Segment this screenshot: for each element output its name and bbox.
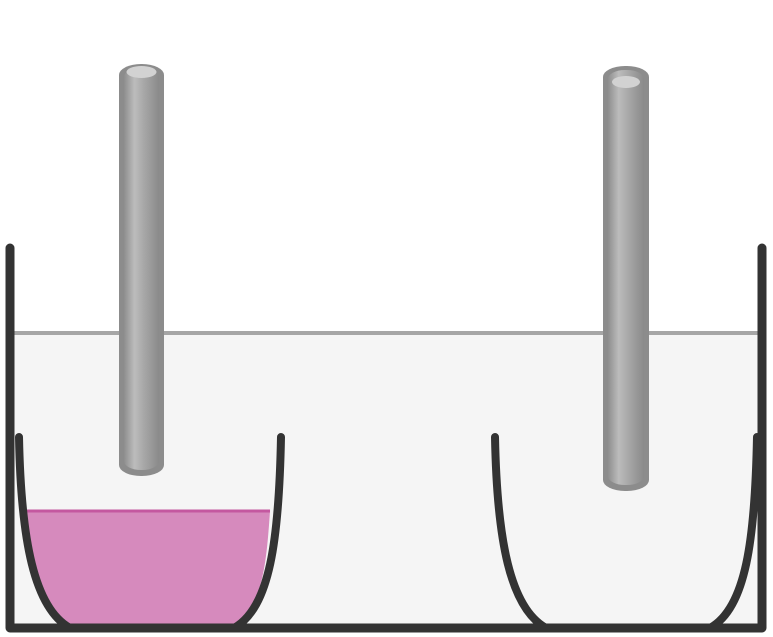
tank-wall	[5, 243, 767, 633]
right-electrode	[603, 66, 649, 491]
right-electrode-top	[612, 76, 640, 88]
left-electrode	[119, 64, 164, 476]
magenta-liquid	[25, 511, 270, 626]
left-electrode-top	[126, 66, 157, 78]
